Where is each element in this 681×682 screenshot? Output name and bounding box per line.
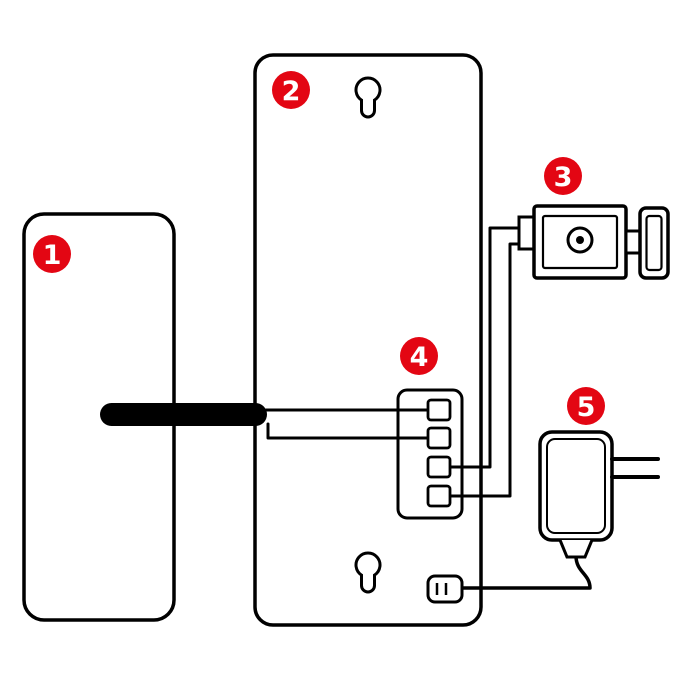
badge-3-circle [544, 157, 582, 195]
badge-3-number: 3 [554, 162, 573, 193]
strike-screw-center [576, 236, 584, 244]
wire-terminal-4-to-strike [442, 242, 525, 498]
strike-latch-tab [624, 229, 642, 255]
terminal-3 [426, 455, 452, 479]
badge-4: 4 [400, 337, 438, 375]
badge-5: 5 [567, 387, 605, 425]
badge-2: 2 [272, 71, 310, 109]
power-adapter [538, 430, 660, 559]
badge-2-number: 2 [282, 76, 301, 107]
mounting-plate-outline [253, 53, 483, 627]
badge-5-number: 5 [577, 392, 596, 423]
keyhole-slot-top [354, 76, 382, 119]
strike-body-inner [541, 214, 619, 270]
badge-1-circle [33, 235, 71, 273]
connection-cable [100, 403, 267, 426]
wire-cable-to-terminal-2 [266, 422, 436, 440]
badge-5-circle [567, 387, 605, 425]
badge-4-number: 4 [410, 342, 429, 373]
badge-2-circle [272, 71, 310, 109]
badge-4-circle [400, 337, 438, 375]
wire-power-cord [456, 554, 592, 590]
terminal-4 [426, 484, 452, 508]
power-adapter-body-inner [546, 438, 606, 534]
power-socket-pins [435, 583, 448, 595]
badge-1-number: 1 [43, 240, 62, 271]
power-adapter-body [538, 430, 614, 542]
wire-terminal-3-to-strike [442, 226, 525, 469]
strike-keeper-inner [645, 214, 663, 272]
strike-wire-tab [517, 215, 536, 251]
strike-keeper-plate [638, 206, 670, 280]
badge-3: 3 [544, 157, 582, 195]
terminal-2 [426, 426, 452, 450]
electric-door-strike [517, 204, 670, 280]
badge-1: 1 [33, 235, 71, 273]
terminal-1 [426, 398, 452, 422]
power-adapter-cord-boot [558, 539, 594, 559]
keyhole-slot-bottom [354, 551, 382, 594]
